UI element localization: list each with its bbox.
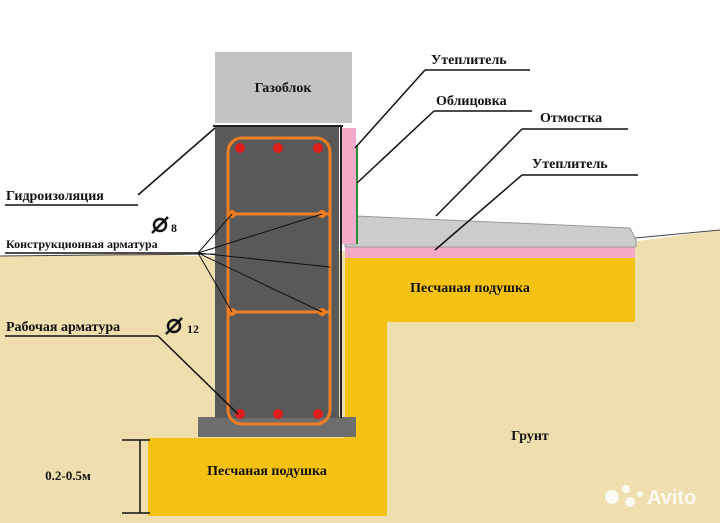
sand-cushion-bottom: [148, 438, 387, 516]
rebar-dot: [235, 143, 245, 153]
sand-cushion-right: [345, 258, 635, 440]
leader-line: [197, 213, 323, 254]
facade-insulation: [342, 128, 356, 244]
watermark-logo: Avito: [605, 485, 696, 509]
otmostka-label: Отмостка: [540, 111, 602, 126]
ground-line: [0, 253, 216, 257]
leader-line: [434, 174, 523, 251]
uteplitel-top-label: Утеплитель: [431, 53, 507, 68]
peschanaya-right-label: Песчаная подушка: [410, 281, 530, 296]
diam-8-label: 8: [171, 221, 177, 235]
depth-label: 0.2-0.5м: [45, 468, 91, 483]
diam-12-label: 12: [187, 322, 199, 336]
leader-line: [354, 69, 426, 149]
grunt-label: Грунт: [511, 429, 549, 444]
leader-line: [137, 127, 216, 196]
leader-line: [197, 252, 233, 313]
rebar-dot: [235, 409, 245, 419]
otmostka-layer: [344, 215, 637, 248]
rebar-dot: [273, 409, 283, 419]
peschanaya-bottom-label: Песчаная подушка: [207, 464, 327, 479]
leader-line: [356, 110, 435, 184]
rebar-dot: [313, 409, 323, 419]
footing-base: [198, 417, 356, 437]
rebar-dot: [273, 143, 283, 153]
diameter-icon: [151, 216, 169, 234]
gazoblok-label: Газоблок: [255, 81, 313, 96]
rabochaya-label: Рабочая арматура: [6, 320, 120, 335]
rebar-cage: [226, 136, 332, 426]
leader-line: [157, 335, 239, 415]
diameter-icon: [165, 317, 183, 335]
rebar-dot: [313, 143, 323, 153]
konstruktsionnaya-label: Конструкционная арматура: [6, 237, 158, 251]
gidroizolyatsiya-label: Гидроизоляция: [6, 189, 104, 204]
ground-line-right: [634, 229, 720, 239]
foundation-wall: [215, 126, 339, 418]
gazoblok-block: [215, 52, 352, 123]
oblitsovka-label: Облицовка: [436, 94, 507, 109]
leader-line: [435, 128, 523, 217]
leader-line: [197, 252, 323, 313]
leader-line: [197, 213, 233, 254]
uteplitel-mid-label: Утеплитель: [532, 157, 608, 172]
insulation-layer: [345, 247, 635, 258]
watermark-text: Avito: [647, 487, 696, 509]
leader-line: [197, 252, 331, 268]
